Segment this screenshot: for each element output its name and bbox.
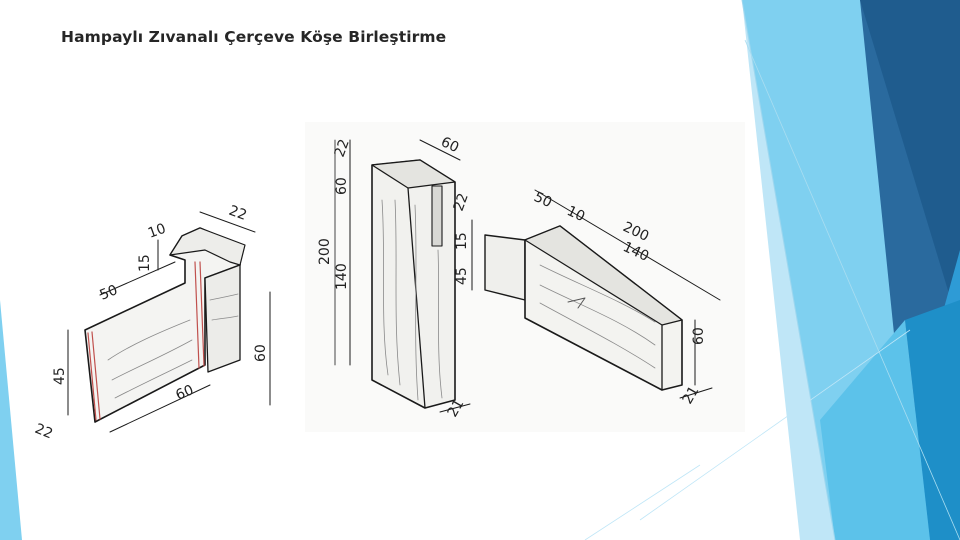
rdim-21-stile xyxy=(439,403,471,413)
grain-4 xyxy=(209,293,239,301)
facet-mid-2 xyxy=(905,300,960,540)
rdim-notch-22: 22 xyxy=(451,191,472,213)
dim-line-60-bottom xyxy=(109,384,211,433)
rdim-rail-height: 60 xyxy=(691,327,707,345)
left-hatch-4 xyxy=(199,261,205,367)
dim-line-50 xyxy=(99,261,176,296)
facet-line-1 xyxy=(741,0,836,540)
slide-title: Hampaylı Zıvanalı Çerçeve Köşe Birleştir… xyxy=(61,28,447,46)
rdim-rail-thickness: 21 xyxy=(680,384,703,407)
left-dimension-labels: 22 10 15 50 45 60 60 22 xyxy=(33,203,269,443)
dim-side-height: 60 xyxy=(253,344,269,362)
rdim-200-rail xyxy=(534,189,721,301)
stile-grain-1 xyxy=(381,199,389,376)
stile-grain-4 xyxy=(437,249,443,399)
dim-piece-width: 60 xyxy=(174,382,197,404)
rail-top xyxy=(524,225,683,326)
left-hatch-1 xyxy=(87,332,97,421)
facet-line-2 xyxy=(744,39,960,540)
right-dimension-labels: 22 60 60 200 140 22 15 45 50 10 200 140 … xyxy=(317,134,707,420)
stile-grain-2 xyxy=(394,199,401,386)
rdim-inner-length: 140 xyxy=(334,263,350,290)
dim-tongue-length: 50 xyxy=(98,282,121,304)
stile-mortise xyxy=(431,185,443,247)
rdim-21-rail xyxy=(679,387,713,399)
left-top-face xyxy=(169,227,246,266)
rdim-top-width: 60 xyxy=(438,134,461,156)
rdim-notch-15: 15 xyxy=(454,232,470,250)
left-hatch-3 xyxy=(194,261,200,369)
rdim-notch-45: 45 xyxy=(454,267,470,285)
rdim-top-thickness: 22 xyxy=(332,137,353,159)
stile-edge xyxy=(407,187,426,409)
rdim-stile-thickness: 21 xyxy=(445,397,468,420)
dim-top-notch: 10 xyxy=(146,221,168,242)
facet-light-2 xyxy=(820,320,930,540)
dim-piece-height: 45 xyxy=(52,367,68,385)
facet-left xyxy=(0,300,22,540)
grain-2 xyxy=(111,339,193,381)
dim-line-22-top xyxy=(199,211,256,233)
rdim-total-length: 200 xyxy=(317,238,333,265)
stile-grain-3 xyxy=(414,204,419,401)
facet-line-3 xyxy=(639,329,911,521)
rdim-top-height: 60 xyxy=(334,177,350,195)
rdim-tenon-10: 10 xyxy=(564,203,587,225)
rail-grain-3 xyxy=(539,302,656,369)
dim-top-thickness: 22 xyxy=(227,203,249,224)
dim-bottom-thickness: 22 xyxy=(33,421,56,443)
left-isometric-view xyxy=(67,211,271,433)
rail-arrow xyxy=(567,297,586,309)
rdim-tenon-50: 50 xyxy=(531,189,554,211)
facet-darker xyxy=(860,0,960,330)
dim-notch-depth: 15 xyxy=(137,254,153,272)
rail-grain-1 xyxy=(539,264,656,323)
stile-top xyxy=(371,159,456,189)
grain-1 xyxy=(107,319,191,361)
grain-3 xyxy=(114,359,193,399)
rdim-60-top xyxy=(419,139,461,161)
rail-grain-2 xyxy=(539,284,656,346)
rail-tenon xyxy=(484,234,526,301)
right-isometric-view xyxy=(334,139,721,413)
left-hatch-2 xyxy=(91,331,101,420)
facet-line-4 xyxy=(584,464,701,540)
grain-5 xyxy=(211,315,239,321)
